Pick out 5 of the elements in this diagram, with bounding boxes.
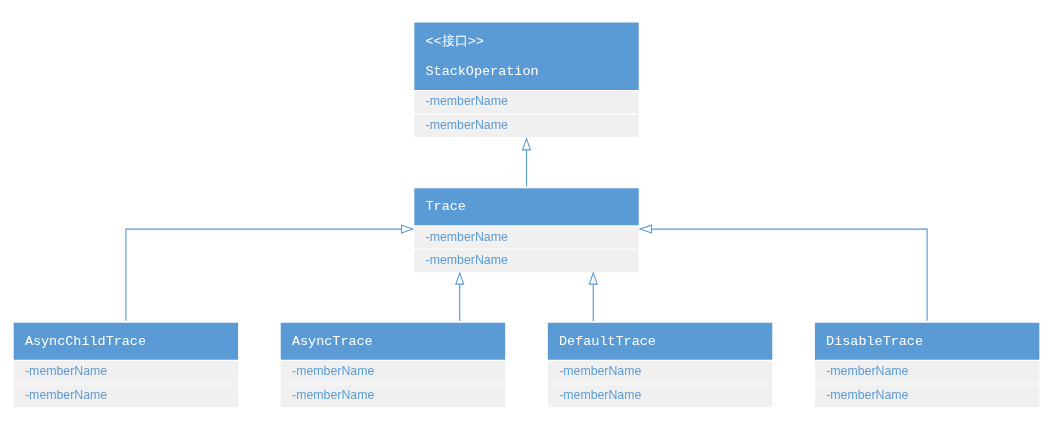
arrow (455, 270, 465, 321)
arrow (125, 223, 415, 321)
arrow (521, 136, 532, 187)
arrow (588, 270, 598, 321)
arrow (638, 223, 928, 321)
